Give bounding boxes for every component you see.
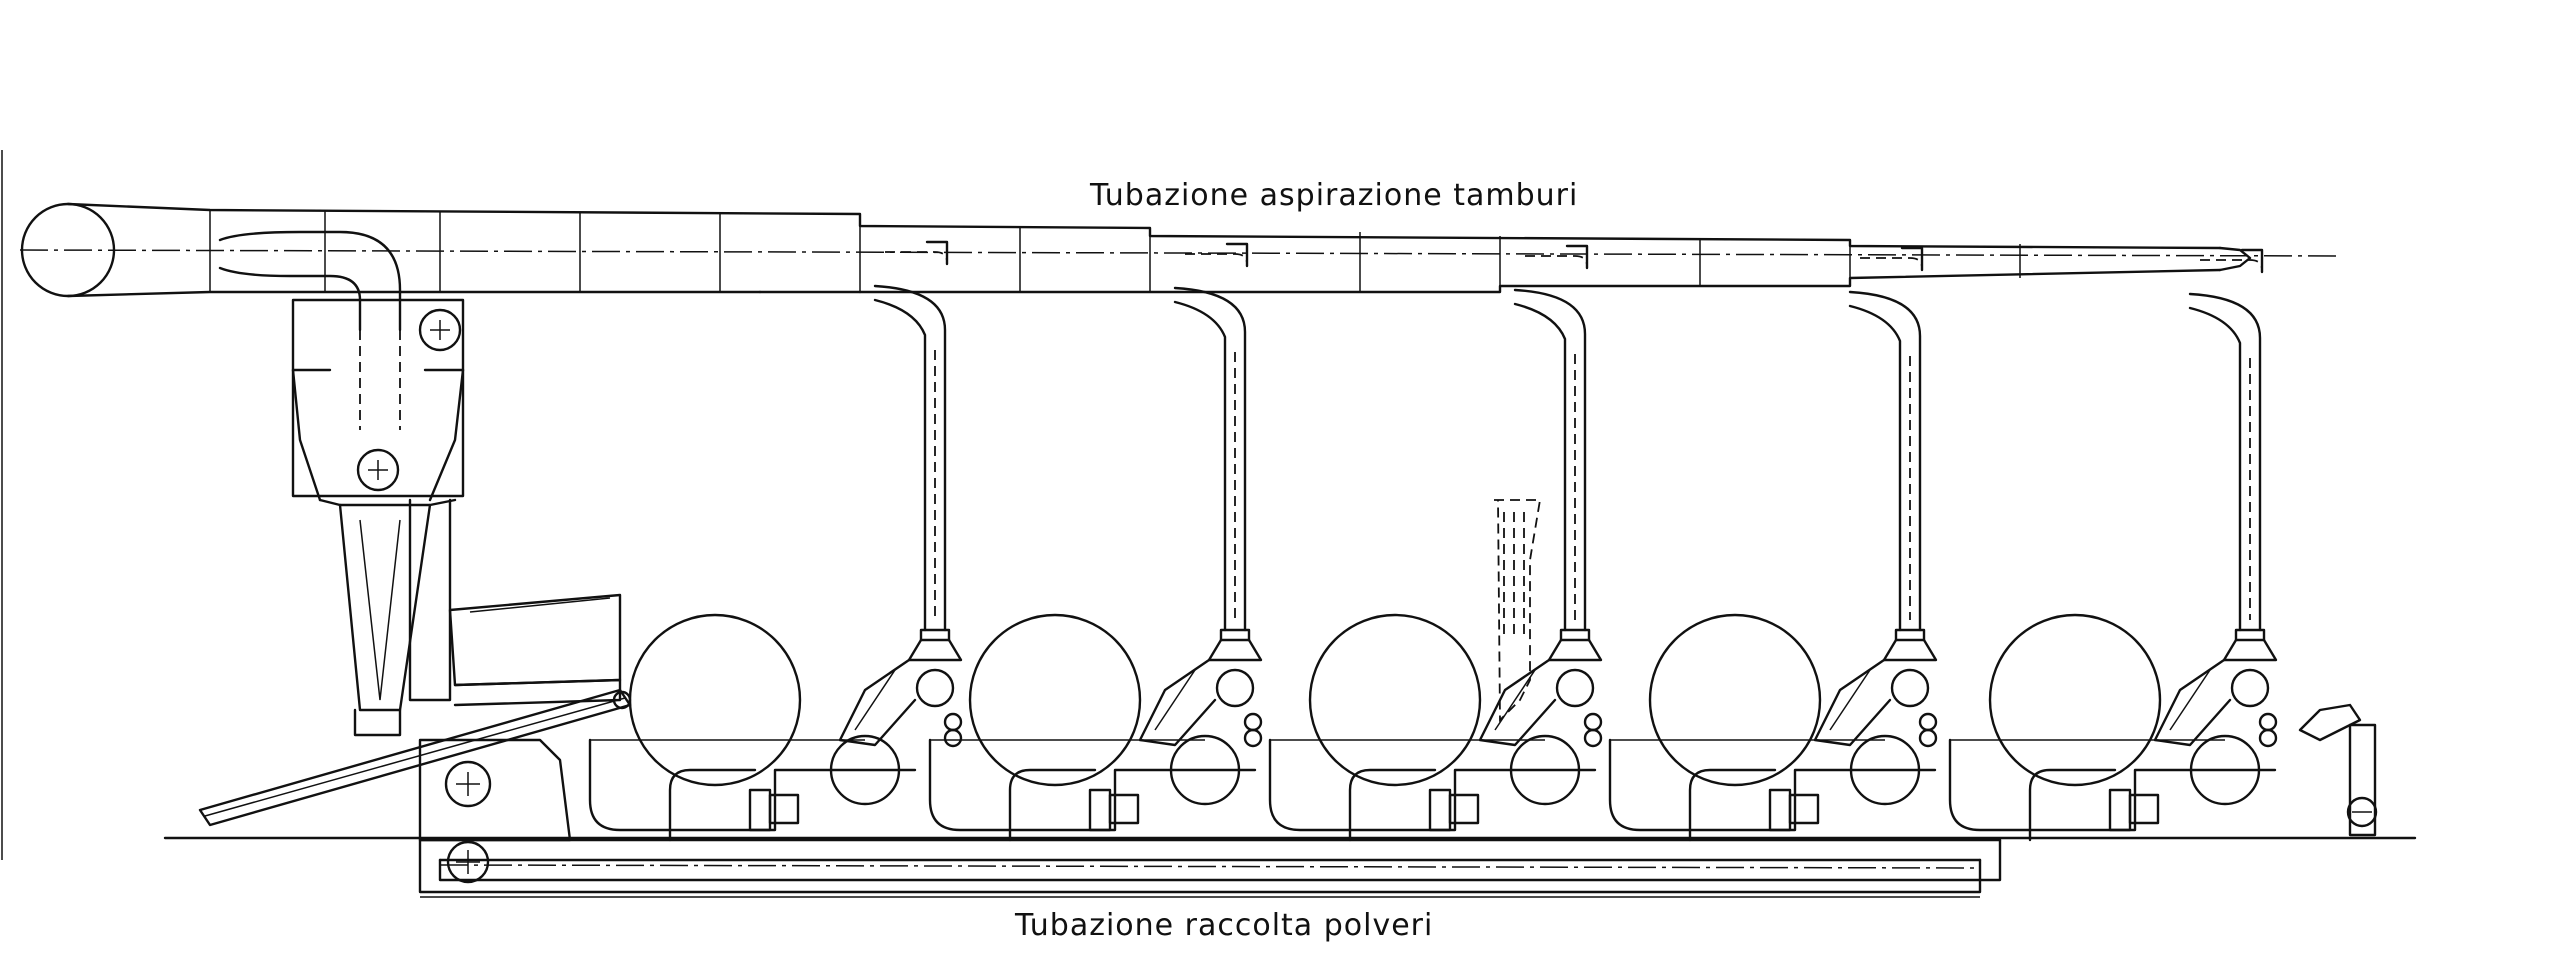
cyclone-separator: [291, 298, 465, 737]
feeder-hopper: [198, 593, 632, 842]
base-frame: [163, 836, 2417, 898]
drum-casing-3: [1268, 738, 1597, 832]
drum-casing-2: [928, 738, 1257, 832]
nozzle-roll-5: [2230, 668, 2270, 708]
drum-casing-1: [588, 738, 917, 832]
top-suction-pipe: [19, 202, 2341, 332]
end-unit: [2298, 703, 2378, 837]
nozzle-roll-3: [1555, 668, 1595, 708]
suction-downpipe-3: [1513, 302, 1567, 632]
suction-downpipe-5: [2188, 306, 2242, 632]
nozzle-roll-2: [1215, 668, 1255, 708]
drum-units: [588, 240, 2278, 842]
bottom-pipe-label: Tubazione raccolta polveri: [1014, 908, 1433, 943]
suction-downpipe-2: [1173, 300, 1227, 632]
drum-1: [628, 613, 802, 787]
internal-dashed-chute: [1494, 499, 1542, 723]
drum-casing-5: [1948, 738, 2277, 832]
top-pipe-centerline: [19, 249, 2341, 257]
cyclone-valve-circle: [356, 448, 400, 492]
nozzle-roll-1: [915, 668, 955, 708]
drum-2: [968, 613, 1142, 787]
drum-5: [1988, 613, 2162, 787]
top-pipe-label: Tubazione aspirazione tamburi: [1089, 178, 1578, 213]
suction-downpipe-4: [1848, 304, 1902, 632]
drum-casing-4: [1608, 738, 1937, 832]
drum-3: [1308, 613, 1482, 787]
drum-4: [1648, 613, 1822, 787]
suction-downpipe-1: [873, 298, 927, 632]
nozzle-roll-4: [1890, 668, 1930, 708]
